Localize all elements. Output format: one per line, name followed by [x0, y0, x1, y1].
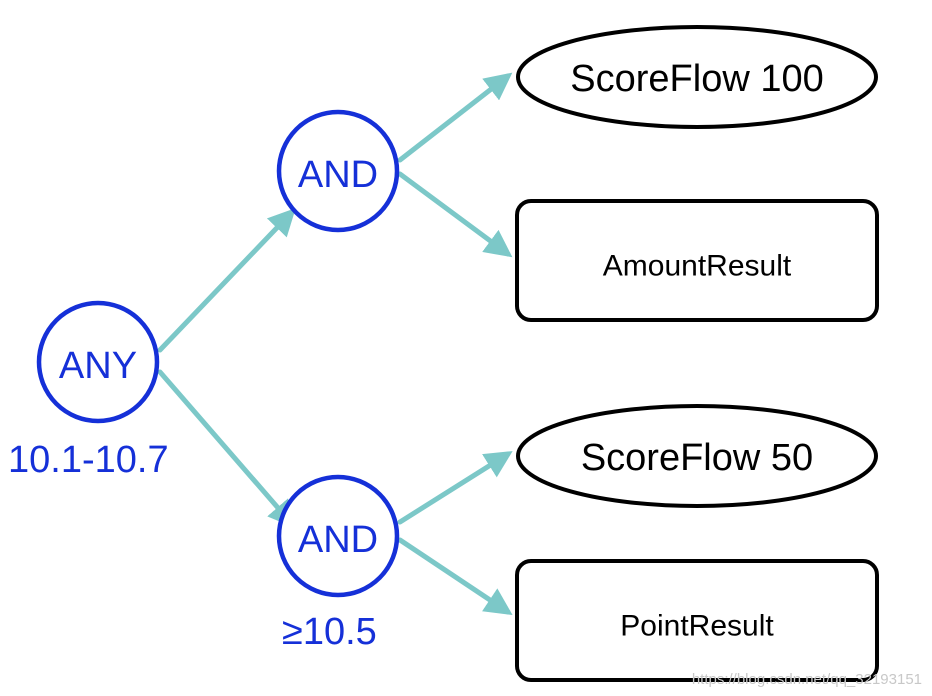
arrow-any-to-upper-and: [157, 208, 296, 353]
arrow-lower-and-to-point-result: [397, 537, 513, 616]
lower-and-annotation: ≥10.5: [282, 611, 377, 653]
scoreflow-50-ellipse: [516, 404, 878, 508]
arrow-upper-and-to-scoreflow-100: [397, 72, 513, 163]
scoreflow-50-label: ScoreFlow 50: [581, 437, 813, 479]
upper-and-circle: [276, 109, 400, 233]
amount-result-box: [515, 199, 879, 322]
scoreflow-100-node: ScoreFlow 100: [516, 25, 878, 129]
upper-and-node: AND: [276, 109, 400, 233]
any-node-circle: [36, 300, 160, 424]
lower-and-circle: [276, 474, 400, 598]
point-result-node: PointResult: [515, 559, 879, 682]
any-node: ANY: [36, 300, 160, 424]
lower-and-node: AND: [276, 474, 400, 598]
lower-and-label: AND: [298, 519, 378, 561]
any-node-label: ANY: [59, 345, 137, 387]
arrow-any-to-lower-and: [157, 369, 296, 529]
point-result-label: PointResult: [620, 610, 774, 643]
arrow-lower-and-to-scoreflow-50: [397, 451, 513, 525]
point-result-box: [515, 559, 879, 682]
arrow-upper-and-to-amount-result: [397, 171, 513, 258]
connectors: [157, 72, 513, 616]
scoreflow-100-label: ScoreFlow 100: [570, 58, 823, 100]
scoreflow-100-ellipse: [516, 25, 878, 129]
amount-result-node: AmountResult: [515, 199, 879, 322]
upper-and-label: AND: [298, 154, 378, 196]
watermark: https://blog.csdn.net/qq_32193151: [692, 671, 922, 688]
scoreflow-50-node: ScoreFlow 50: [516, 404, 878, 508]
any-node-annotation: 10.1-10.7: [8, 439, 169, 481]
amount-result-label: AmountResult: [603, 250, 792, 283]
